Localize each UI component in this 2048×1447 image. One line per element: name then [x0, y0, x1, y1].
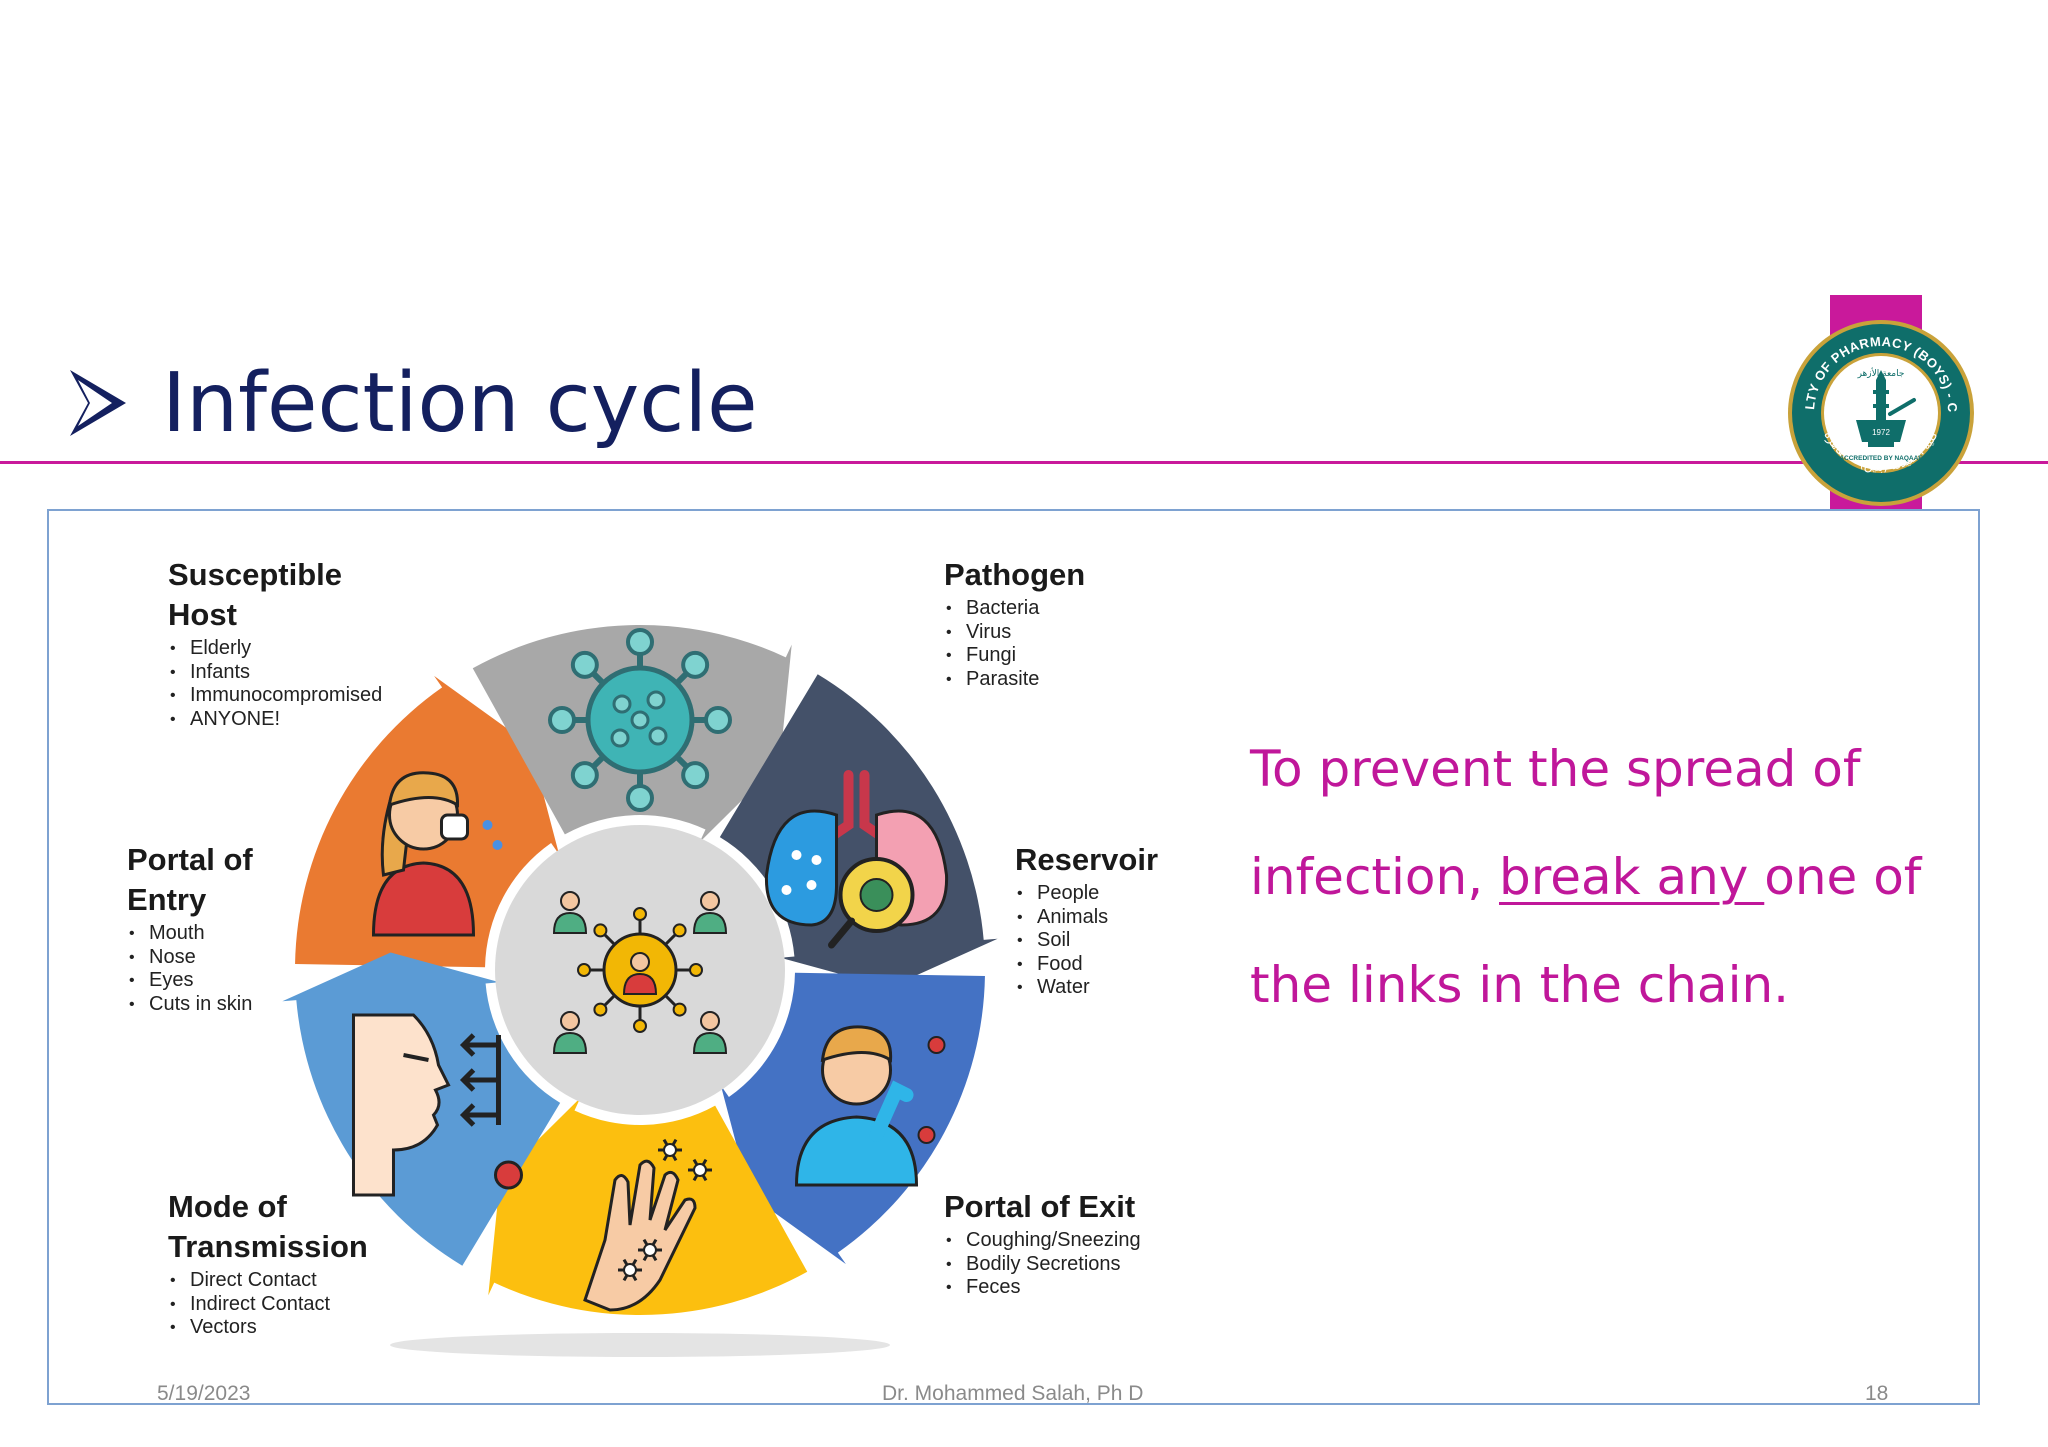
list-item: Indirect Contact — [168, 1293, 438, 1317]
list-item: Bodily Secretions — [944, 1253, 1184, 1277]
list-item: Direct Contact — [168, 1269, 438, 1293]
label-list: People Animals Soil Food Water — [1015, 882, 1205, 1000]
list-item: Fungi — [944, 644, 1164, 668]
list-item: Cuts in skin — [127, 993, 327, 1017]
label-portal-of-exit: Portal of Exit Coughing/Sneezing Bodily … — [944, 1187, 1184, 1300]
list-item: Infants — [168, 661, 418, 685]
coughing-person-icon — [795, 1025, 946, 1187]
footer-author: Dr. Mohammed Salah, Ph D — [882, 1382, 1144, 1405]
label-title: Mode of Transmission — [168, 1189, 368, 1264]
prevention-message: To prevent the spread of infection, brea… — [1250, 740, 1922, 1014]
face-entry-icon — [351, 1013, 523, 1197]
label-title: Pathogen — [944, 557, 1086, 592]
svg-text:1972: 1972 — [1872, 428, 1890, 437]
list-item: Parasite — [944, 668, 1164, 692]
label-list: Elderly Infants Immunocompromised ANYONE… — [168, 637, 418, 731]
label-portal-of-entry: Portal of Entry Mouth Nose Eyes Cuts in … — [127, 840, 327, 1016]
label-mode-of-transmission: Mode of Transmission Direct Contact Indi… — [168, 1187, 438, 1340]
list-item: Water — [1015, 976, 1205, 1000]
svg-text:ACCREDITED BY NAQAAE: ACCREDITED BY NAQAAE — [1839, 455, 1923, 462]
people-network-icon — [552, 891, 728, 1054]
list-item: Elderly — [168, 637, 418, 661]
list-item: Virus — [944, 621, 1164, 645]
list-item: Immunocompromised — [168, 684, 418, 708]
label-reservoir: Reservoir People Animals Soil Food Water — [1015, 840, 1205, 1000]
list-item: Bacteria — [944, 597, 1164, 621]
label-list: Mouth Nose Eyes Cuts in skin — [127, 922, 327, 1016]
list-item: Coughing/Sneezing — [944, 1229, 1184, 1253]
slide-title-row: Infection cycle — [68, 348, 758, 458]
list-item: Vectors — [168, 1316, 438, 1340]
label-list: Direct Contact Indirect Contact Vectors — [168, 1269, 438, 1340]
title-divider — [0, 461, 2048, 464]
label-susceptible-host: Susceptible Host Elderly Infants Immunoc… — [168, 555, 418, 731]
label-pathogen: Pathogen Bacteria Virus Fungi Parasite — [944, 555, 1164, 691]
sneezing-person-icon — [371, 771, 503, 937]
list-item: Nose — [127, 946, 327, 970]
germ-hand-icon — [583, 1138, 712, 1312]
label-title: Susceptible Host — [168, 557, 342, 632]
list-item: Food — [1015, 953, 1205, 977]
list-item: Soil — [1015, 929, 1205, 953]
infection-cycle-diagram — [282, 625, 998, 1357]
diagram-shadow — [390, 1333, 890, 1357]
label-list: Coughing/Sneezing Bodily Secretions Fece… — [944, 1229, 1184, 1300]
footer-page-number: 18 — [1865, 1382, 1889, 1405]
label-title: Reservoir — [1015, 842, 1159, 877]
label-title: Portal of Exit — [944, 1189, 1136, 1224]
list-item: Animals — [1015, 906, 1205, 930]
faculty-logo-seal: FACULTY OF PHARMACY (BOYS) - CAIRO كلية … — [1786, 318, 1974, 506]
label-list: Bacteria Virus Fungi Parasite — [944, 597, 1164, 691]
virus-icon — [548, 628, 732, 812]
list-item: Mouth — [127, 922, 327, 946]
slide-title: Infection cycle — [162, 355, 758, 451]
arrow-bullet-icon — [70, 370, 126, 436]
list-item: Eyes — [127, 969, 327, 993]
label-title: Portal of Entry — [127, 842, 253, 917]
lungs-icon — [765, 770, 949, 949]
list-item: Feces — [944, 1276, 1184, 1300]
list-item: People — [1015, 882, 1205, 906]
list-item: ANYONE! — [168, 708, 418, 732]
footer-date: 5/19/2023 — [157, 1382, 251, 1405]
underlined-phrase: break any — [1499, 848, 1765, 906]
